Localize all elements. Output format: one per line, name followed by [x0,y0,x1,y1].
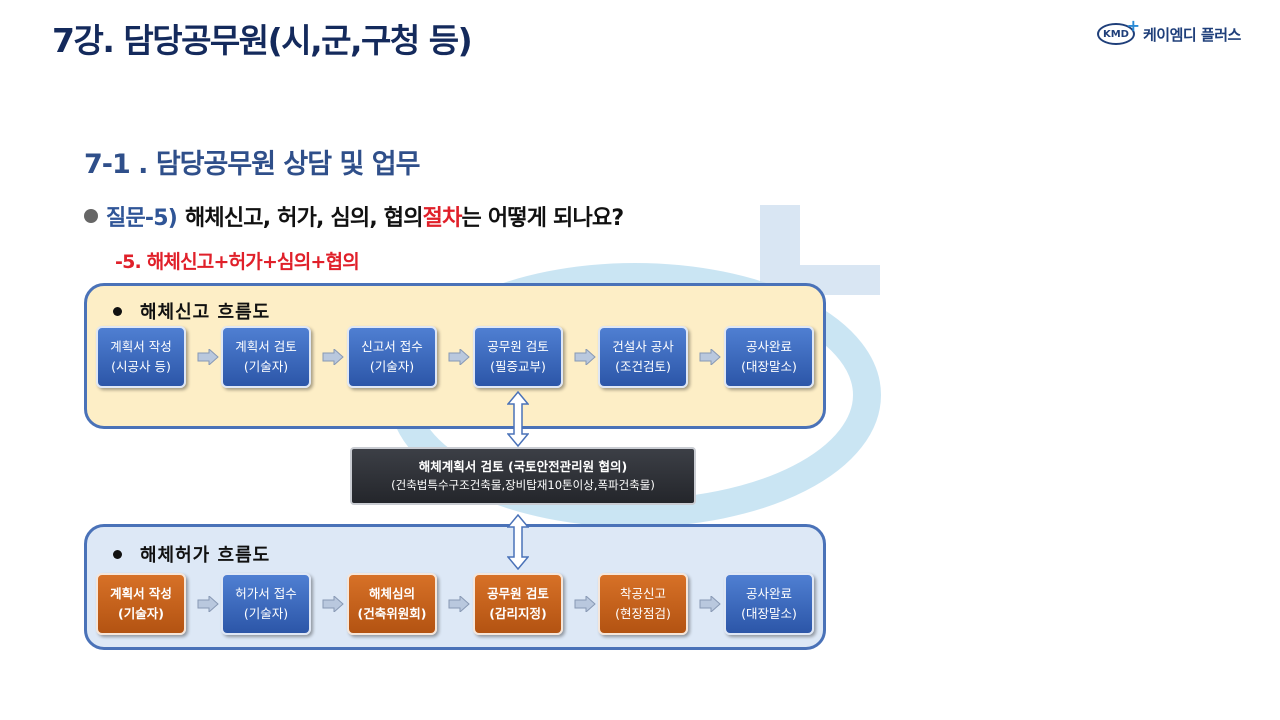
permit-flow-step-3: 해체심의 (건축위원회) [347,573,437,635]
step-label: 해체심의 [368,586,415,601]
permit-flow-step-5: 착공신고 (현장점검) [598,573,688,635]
report-flow-step-4: 공무원 검토 (필증교부) [473,326,563,388]
arrow-right-icon [574,349,596,365]
permit-flow-title: 해체허가 흐름도 [113,541,270,567]
step-label: 건설사 공사 [612,339,674,354]
step-label: 허가서 접수 [235,586,297,601]
company-logo: KMD + 케이엠디 플러스 [1097,16,1241,48]
logo-mark: KMD + [1097,16,1140,45]
report-flow-step-5: 건설사 공사 (조건검토) [598,326,688,388]
step-sublabel: (필증교부) [490,359,546,374]
arrow-right-icon [197,596,219,612]
answer-line: -5. 해체신고+허가+심의+협의 [115,251,360,273]
report-flow-title: 해체신고 흐름도 [113,298,270,324]
permit-flow-step-2: 허가서 접수 (기술자) [221,573,311,635]
question-text-post: 는 어떻게 되나요? [461,206,625,231]
question-line: 질문-5) 해체신고, 허가, 심의, 협의 절차 는 어떻게 되나요? [84,200,625,232]
step-sublabel: (기술자) [369,359,415,374]
permit-flow-panel: 해체허가 흐름도 [84,524,826,650]
logo-mark-text: KMD [1102,28,1129,40]
step-label: 공사완료 [745,339,792,354]
double-arrow-icon [507,391,529,447]
question-label: 질문-5) [106,206,178,231]
page-title: 7강. 담당공무원(시,군,구청 등) [52,21,473,60]
permit-flow-title-text: 해체허가 흐름도 [140,545,271,566]
step-label: 공무원 검토 [487,586,549,601]
report-flow-step-3: 신고서 접수 (기술자) [347,326,437,388]
arrow-right-icon [699,596,721,612]
step-sublabel: (감리지정) [489,606,547,621]
permit-flow-step-4: 공무원 검토 (감리지정) [473,573,563,635]
bullet-icon [113,549,122,559]
bullet-icon [84,209,98,223]
arrow-right-icon [197,349,219,365]
step-sublabel: (기술자) [118,606,164,621]
step-label: 착공신고 [619,586,666,601]
arrow-right-icon [448,349,470,365]
review-title: 해체계획서 검토 (국토안전관리원 협의) [418,459,628,474]
report-flow-step-1: 계획서 작성 (시공사 등) [96,326,186,388]
step-sublabel: (기술자) [243,359,289,374]
step-label: 공사완료 [745,586,792,601]
plus-icon: + [1126,16,1140,35]
question-text-highlight: 절차 [422,206,463,231]
double-arrow-icon [507,514,529,570]
arrow-right-icon [322,596,344,612]
report-flow-step-2: 계획서 검토 (기술자) [221,326,311,388]
arrow-right-icon [322,349,344,365]
section-subtitle: 7-1 . 담당공무원 상담 및 업무 [84,149,420,180]
step-sublabel: (대장말소) [741,606,797,621]
logo-text: 케이엠디 플러스 [1143,25,1241,44]
report-flow-title-text: 해체신고 흐름도 [140,302,271,323]
step-label: 계획서 작성 [110,339,172,354]
step-sublabel: (현장점검) [615,606,671,621]
step-label: 계획서 검토 [235,339,297,354]
arrow-right-icon [699,349,721,365]
step-sublabel: (조건검토) [615,359,671,374]
question-text-pre: 해체신고, 허가, 심의, 협의 [184,206,423,231]
step-sublabel: (건축위원회) [357,606,427,621]
step-sublabel: (시공사 등) [111,359,171,374]
review-detail: (건축법특수구조건축물,장비탑재10톤이상,폭파건축물) [391,478,655,492]
step-label: 공무원 검토 [487,339,549,354]
step-sublabel: (기술자) [243,606,289,621]
safety-review-box: 해체계획서 검토 (국토안전관리원 협의) (건축법특수구조건축물,장비탑재10… [350,447,696,505]
report-flow-step-6: 공사완료 (대장말소) [724,326,814,388]
permit-flow-step-1: 계획서 작성 (기술자) [96,573,186,635]
permit-flow-step-6: 공사완료 (대장말소) [724,573,814,635]
step-label: 신고서 접수 [361,339,423,354]
step-label: 계획서 작성 [110,586,172,601]
step-sublabel: (대장말소) [741,359,797,374]
arrow-right-icon [574,596,596,612]
arrow-right-icon [448,596,470,612]
bullet-icon [113,306,122,316]
